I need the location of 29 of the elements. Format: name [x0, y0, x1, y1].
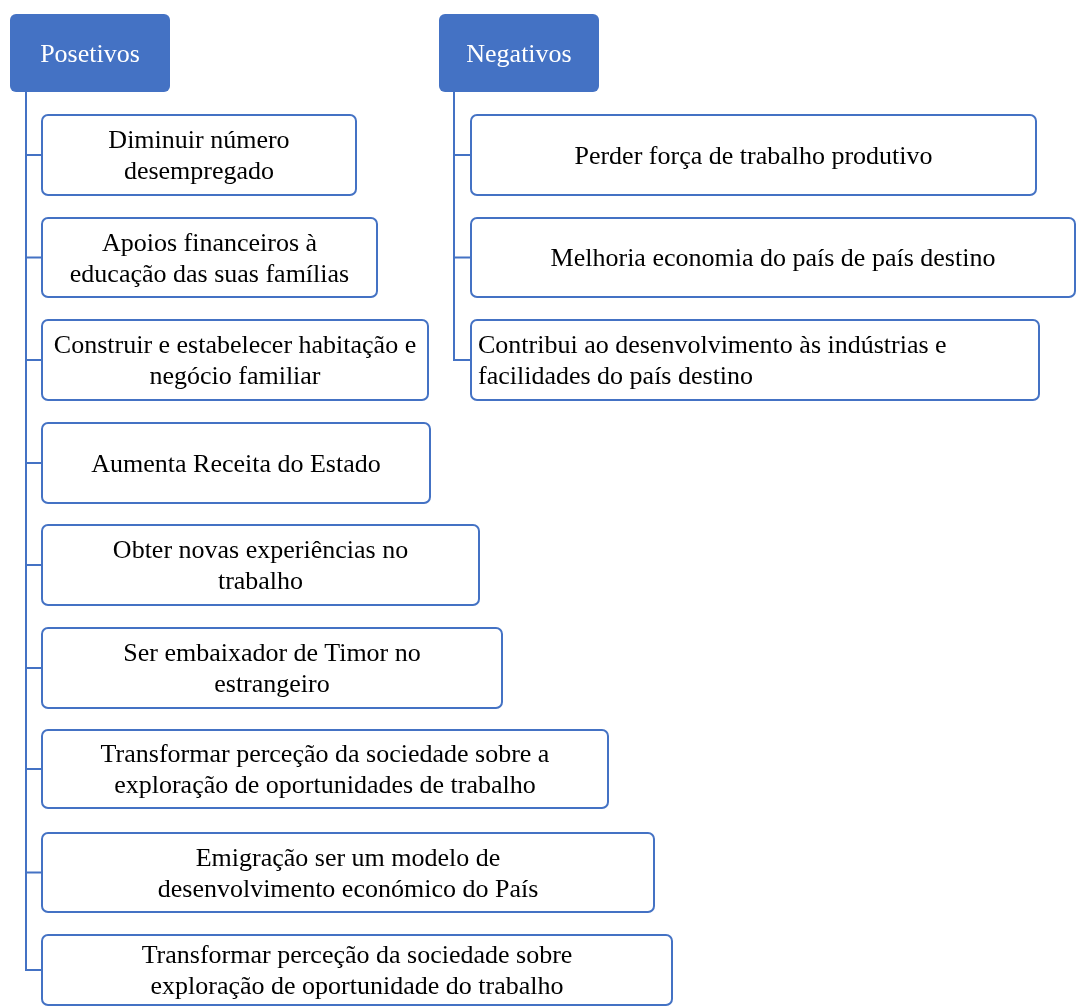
item-text: Obter novas experiências no trabalho	[111, 534, 410, 596]
item-text: Transformar perceção da sociedade sobre a exploração de oportunidades de trabalho	[99, 738, 551, 800]
item-text: Apoios financeiros à educação das suas famílias	[68, 226, 351, 289]
item-text: Perder força de trabalho produtivo	[574, 139, 933, 171]
item-box	[470, 319, 1040, 401]
category-header	[439, 14, 599, 92]
item-text: Emigração ser um modelo de desenvolvimento económico do País	[156, 841, 540, 904]
item-box	[41, 832, 655, 913]
item-box	[470, 217, 1076, 298]
item-box	[41, 217, 378, 298]
item-text: Melhoria economia do país de país destino	[550, 242, 996, 273]
header-text: Posetivos	[40, 37, 140, 69]
item-text: Aumenta Receita do Estado	[91, 447, 381, 479]
category-header	[10, 14, 170, 92]
item-text: Contribui ao desenvolvimento às indústrias e facilidades do país destino	[478, 329, 948, 391]
item-box	[41, 319, 429, 401]
item-box	[41, 627, 503, 709]
header-text: Negativos	[466, 37, 572, 69]
item-box	[41, 422, 431, 504]
item-text: Construir e estabelecer habitação e negócio familiar	[52, 329, 418, 391]
item-box	[41, 114, 357, 196]
item-text: Diminuir número desempregado	[107, 124, 291, 186]
item-box	[41, 934, 673, 1006]
item-text: Ser embaixador de Timor no estrangeiro	[122, 637, 422, 699]
connector-line	[453, 91, 471, 361]
item-box	[41, 729, 609, 809]
item-box	[41, 524, 480, 606]
item-box	[470, 114, 1037, 196]
item-text: Transformar perceção da sociedade sobre exploração de oportunidade do trabalho	[140, 939, 574, 1001]
